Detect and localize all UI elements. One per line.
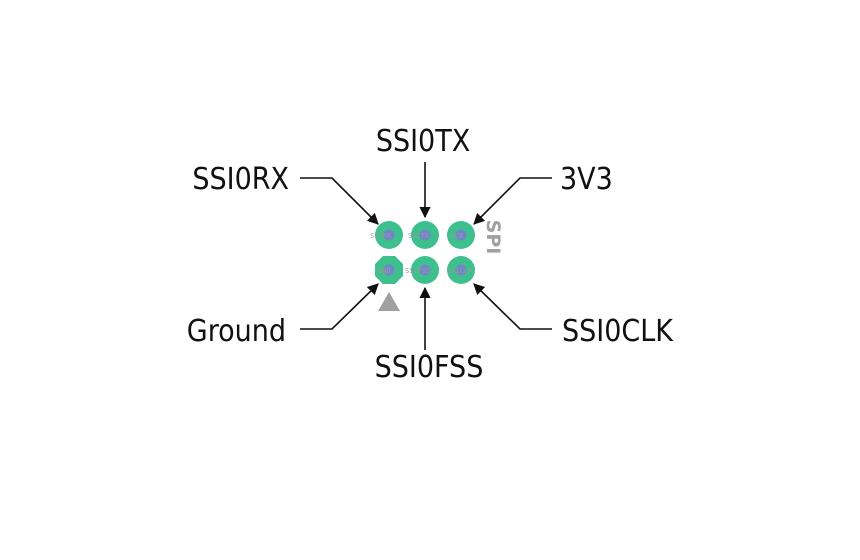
pad-ssi0fss bbox=[411, 256, 439, 284]
silk-label-gnd: GND bbox=[378, 267, 391, 275]
callout-ssi0tx: SSI0TX bbox=[376, 124, 470, 159]
leader-3v3 bbox=[473, 177, 552, 225]
pad-ground bbox=[375, 256, 403, 284]
leader-ground bbox=[300, 283, 379, 330]
callout-ssi0fss: SSI0FSS bbox=[375, 350, 484, 385]
pin1-marker-triangle bbox=[378, 292, 400, 311]
callout-ssi0clk: SSI0CLK bbox=[562, 314, 674, 349]
header-label-spi: SPI bbox=[482, 220, 504, 255]
leader-ssi0clk bbox=[473, 283, 552, 330]
pad-3v3 bbox=[447, 221, 475, 249]
pad-ssi0clk bbox=[447, 256, 475, 284]
pin-header: SSIRX SSITX 3V3 GND SSIFSS SSICLK SPI bbox=[370, 220, 504, 311]
callout-3v3: 3V3 bbox=[560, 162, 613, 197]
pad-ssi0tx bbox=[411, 221, 439, 249]
leader-ssi0rx bbox=[300, 177, 379, 225]
leader-lines bbox=[300, 162, 552, 350]
silk-label-ssirx: SSIRX bbox=[370, 232, 392, 240]
callout-ground: Ground bbox=[187, 314, 286, 349]
silk-label-ssifss: SSIFSS bbox=[405, 267, 430, 275]
callout-ssi0rx: SSI0RX bbox=[192, 162, 289, 197]
silk-label-3v3: 3V3 bbox=[450, 232, 463, 240]
silk-label-ssitx: SSITX bbox=[408, 232, 430, 240]
pad-ssi0rx bbox=[375, 221, 403, 249]
silk-label-ssiclk: SSICLK bbox=[447, 267, 473, 275]
